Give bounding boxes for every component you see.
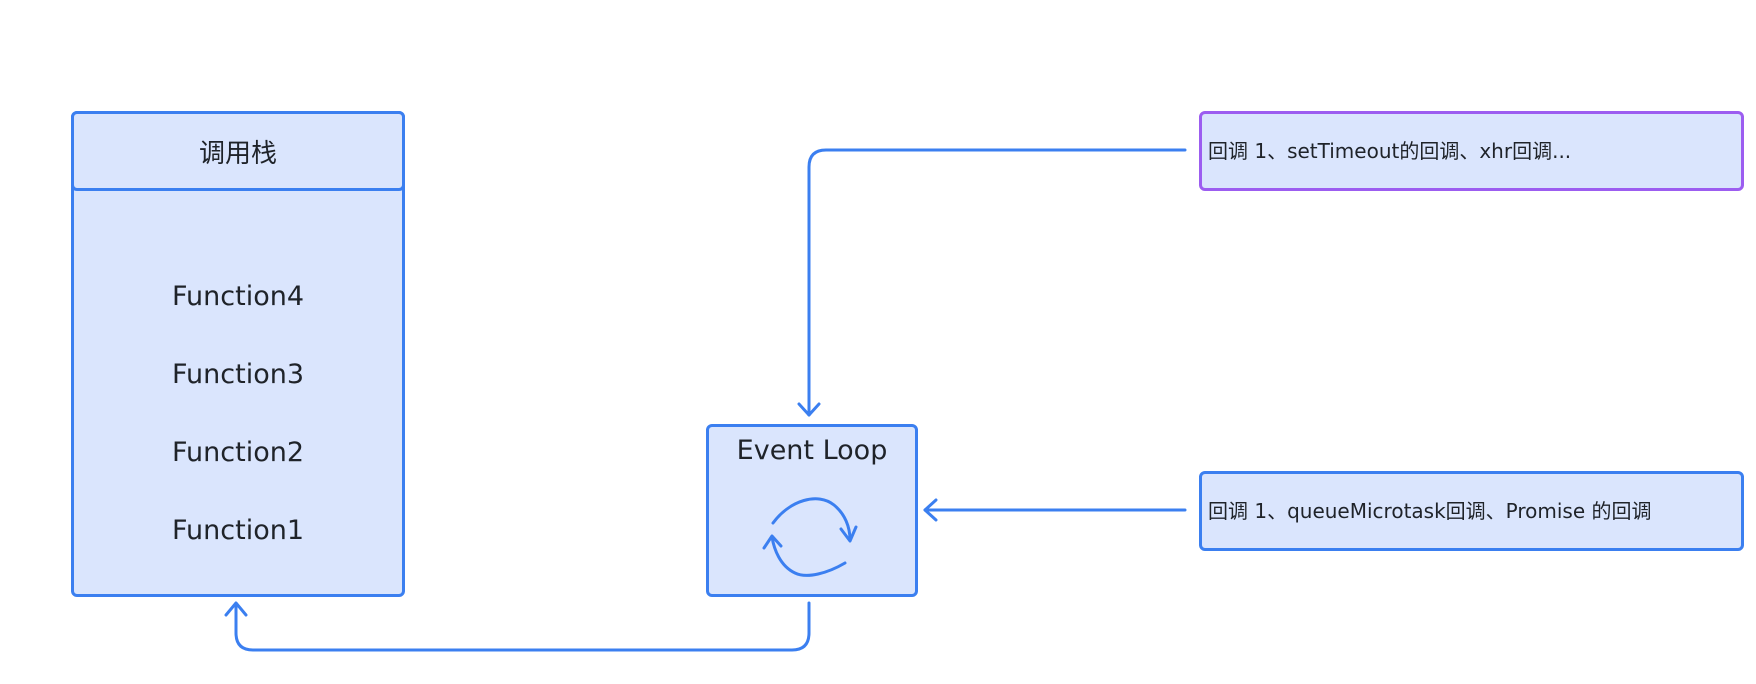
- event-loop-to-stack-arrow: [234, 601, 811, 652]
- loop-arrows-icon: [762, 497, 858, 577]
- stack-arrowhead: [224, 601, 248, 617]
- event-loop-title: Event Loop: [736, 435, 888, 466]
- microtask-arrowhead: [923, 498, 938, 522]
- macrotask-arrowhead: [797, 402, 821, 417]
- macrotask-queue-label: 回调 1、setTimeout的回调、xhr回调...: [1208, 139, 1572, 163]
- microtask-queue-box: [1199, 471, 1744, 551]
- stack-frame-function4: Function4: [171, 281, 305, 312]
- call-stack-box: [71, 111, 405, 597]
- macrotask-queue-box: [1199, 111, 1744, 191]
- macrotask-to-event-loop-arrow: [807, 148, 1187, 417]
- stack-frame-function2: Function2: [171, 437, 305, 468]
- stack-frame-function1: Function1: [171, 515, 305, 546]
- call-stack-title: 调用栈: [71, 111, 405, 191]
- stack-frame-function3: Function3: [171, 359, 305, 390]
- event-loop-box: [706, 424, 918, 597]
- microtask-queue-label: 回调 1、queueMicrotask回调、Promise 的回调: [1208, 499, 1652, 523]
- call-stack-title-text: 调用栈: [198, 138, 277, 169]
